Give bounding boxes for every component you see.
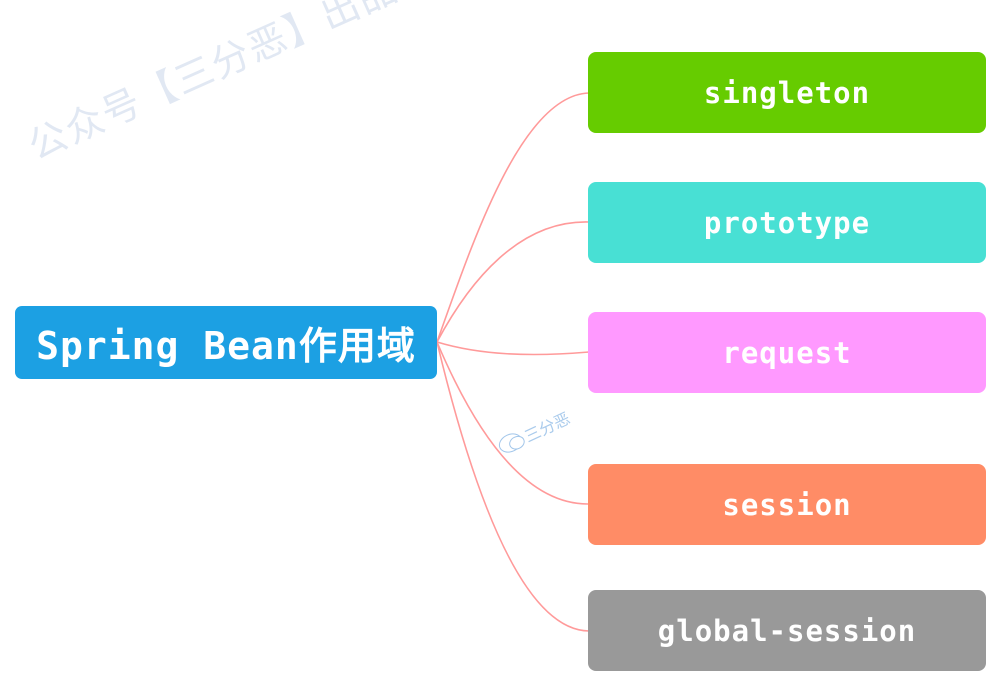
node-singleton: singleton <box>588 52 986 133</box>
connector-singleton <box>436 92 590 343</box>
node-request: request <box>588 312 986 393</box>
node-global-session: global-session <box>588 590 986 671</box>
connector-prototype <box>436 221 590 343</box>
node-label-request: request <box>722 335 852 370</box>
node-label-prototype: prototype <box>703 205 871 240</box>
node-label-session: session <box>722 487 852 522</box>
connector-request <box>436 341 590 356</box>
connector-global-session <box>436 341 590 632</box>
root-node: Spring Bean作用域 <box>15 306 437 379</box>
connector-session <box>436 341 590 505</box>
node-prototype: prototype <box>588 182 986 263</box>
root-label: Spring Bean作用域 <box>36 324 416 368</box>
node-session: session <box>588 464 986 545</box>
node-label-global-session: global-session <box>657 613 917 648</box>
node-label-singleton: singleton <box>703 75 871 110</box>
